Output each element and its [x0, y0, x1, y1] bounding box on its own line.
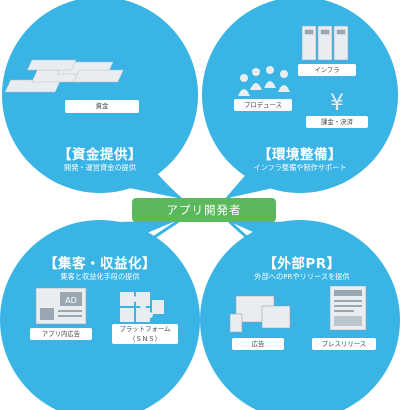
- ad-screen-icon: AD: [35, 287, 87, 325]
- money-stack-icon: [4, 59, 124, 93]
- center-label: アプリ開発者: [132, 198, 276, 222]
- monetization-bubble-tail: [118, 220, 178, 236]
- item-label-billing: 課金・決済: [306, 116, 368, 128]
- environment-title: 【環境整備】: [258, 147, 342, 163]
- people-group-icon: [238, 66, 290, 96]
- item-label-produce: プロデュース: [234, 99, 292, 111]
- pr-bubble: [200, 220, 400, 410]
- funding-subtitle: 開発・運営資金の提供: [64, 163, 136, 172]
- item-label-funds: 資金: [65, 100, 139, 113]
- item-label-platform-line1: プラットフォーム: [119, 325, 171, 333]
- environment-bubble-tail: [228, 168, 282, 198]
- pr-title: 【外部PR】: [263, 256, 341, 272]
- devices-icon: [229, 295, 291, 333]
- pr-bubble-tail: [226, 220, 284, 236]
- item-label-platform: プラットフォーム （ＳＮＳ）: [112, 324, 178, 344]
- item-label-infrastructure: インフラ: [298, 64, 356, 76]
- item-label-press-release: プレスリリース: [312, 338, 376, 350]
- item-label-advertising: 広告: [232, 338, 284, 350]
- svg-text:AD: AD: [65, 296, 77, 305]
- monetization-title: 【集客・収益化】: [44, 256, 156, 272]
- item-label-in-app-ad: アプリ内広告: [30, 328, 92, 340]
- network-icon: [120, 292, 164, 322]
- yen-icon: ¥: [330, 91, 344, 116]
- press-document-icon: [329, 285, 367, 331]
- funding-bubble: [2, 0, 198, 193]
- server-icon: [301, 25, 349, 61]
- environment-subtitle: インフラ整備や制作サポート: [253, 163, 347, 172]
- svg-text:¥: ¥: [330, 91, 344, 116]
- pr-subtitle: 外部へのPRやリリースを提供: [254, 272, 350, 281]
- environment-bubble: [202, 0, 398, 193]
- monetization-bubble: [0, 220, 200, 410]
- funding-bubble-tail: [120, 168, 178, 198]
- funding-title: 【資金提供】: [58, 147, 142, 163]
- monetization-subtitle: 集客と収益化手段の提供: [60, 272, 140, 281]
- item-label-platform-line2: （ＳＮＳ）: [129, 335, 161, 343]
